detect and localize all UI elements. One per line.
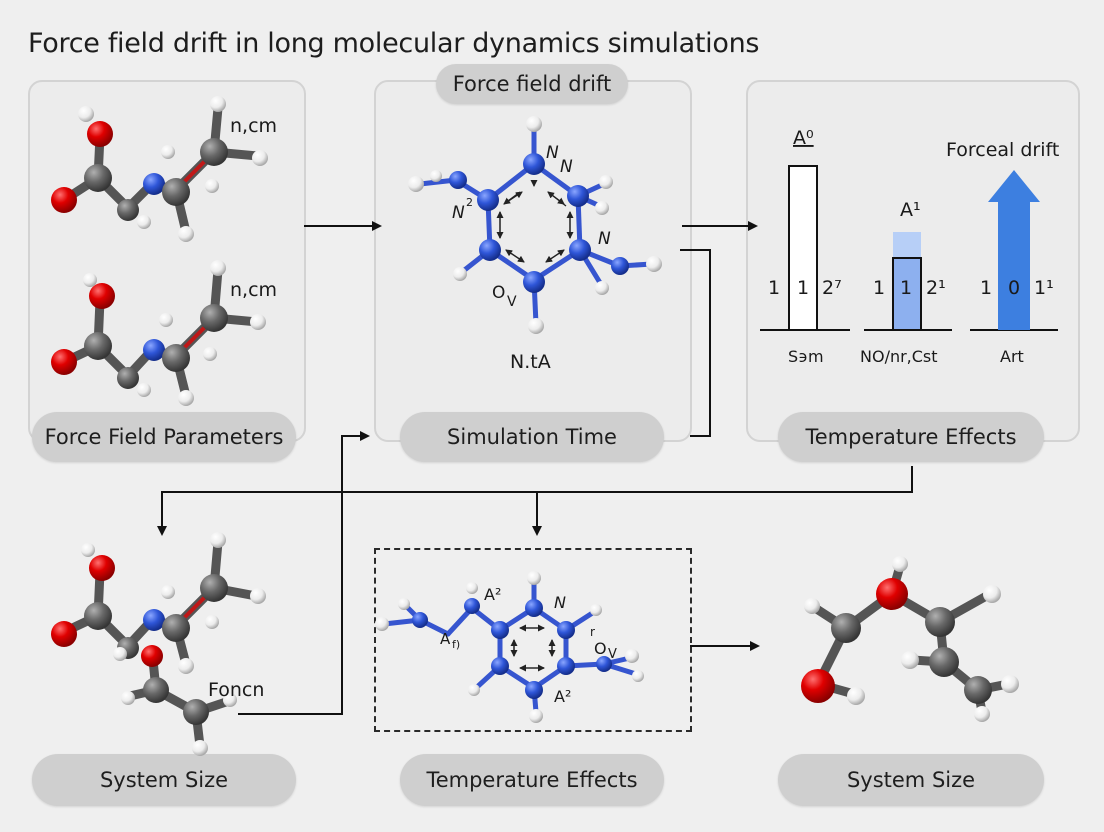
panel-bottom-dashed-box bbox=[374, 548, 692, 732]
bar-num-3a: 1 bbox=[980, 277, 992, 299]
label-temperature-effects-bottom: Temperature Effects bbox=[400, 754, 664, 806]
bar-caption-1: S϶m bbox=[788, 347, 824, 366]
bar-num-3b: 0 bbox=[1008, 277, 1020, 299]
bar-num-1a: 1 bbox=[768, 277, 780, 299]
bar-group-2 bbox=[892, 257, 922, 331]
molecule-top-left-lower bbox=[51, 260, 266, 406]
bar-num-2b: 1 bbox=[900, 277, 912, 299]
ring-caption: N.tA bbox=[510, 351, 551, 373]
header-force-field-drift: Force field drift bbox=[436, 64, 628, 104]
bar-chart: A⁰ A¹ Forceal drift 1 1 2⁷ 1 1 2¹ 1 0 1¹… bbox=[760, 127, 1059, 366]
bar-num-1c: 2⁷ bbox=[822, 277, 842, 299]
bar-group-3-arrow bbox=[988, 170, 1040, 202]
bar-num-2c: 2¹ bbox=[926, 277, 946, 299]
connectors bbox=[157, 221, 913, 715]
label-force-field-parameters: Force Field Parameters bbox=[32, 412, 296, 462]
molecule-ring-top bbox=[408, 116, 662, 334]
ring2-label-ov-sub: V bbox=[608, 647, 617, 662]
ring2-label-r: r bbox=[590, 625, 595, 639]
ring-label-n-top: N bbox=[546, 143, 559, 163]
label-ncm-lower: n,cm bbox=[230, 279, 277, 301]
ring-label-n-left: N bbox=[452, 203, 465, 223]
label-simulation-time: Simulation Time bbox=[400, 412, 664, 462]
molecule-bottom-left bbox=[51, 532, 266, 756]
bar-group-3 bbox=[998, 200, 1030, 330]
bar-top-label-2: A¹ bbox=[900, 199, 921, 221]
page-title: Force field drift in long molecular dyna… bbox=[28, 28, 760, 59]
ring-label-ov: O bbox=[492, 283, 505, 303]
bar-caption-2: NO/nr,Cst bbox=[860, 347, 938, 366]
ring2-label-a2-top: A² bbox=[484, 585, 501, 604]
molecule-top-left-upper bbox=[51, 96, 268, 242]
label-ncm-upper: n,cm bbox=[230, 115, 277, 137]
label-system-size-right: System Size bbox=[778, 754, 1044, 806]
bar-group-1 bbox=[788, 165, 818, 331]
ring2-label-a-left-sub: f) bbox=[452, 638, 460, 651]
bar-caption-3: Art bbox=[1000, 347, 1024, 366]
ring-label-n-top2: N bbox=[560, 157, 573, 177]
ring2-label-a-left: A bbox=[440, 630, 451, 648]
label-system-size-left: System Size bbox=[32, 754, 296, 806]
arrow-system-size-to-sim bbox=[238, 431, 370, 715]
panel-force-field-parameters bbox=[28, 80, 306, 442]
bar-top-label-3: Forceal drift bbox=[946, 139, 1059, 161]
label-foncn: Foncn bbox=[208, 679, 264, 701]
molecule-ring-bottom bbox=[375, 571, 644, 723]
ring-label-n-left-sup: 2 bbox=[466, 196, 473, 209]
ring-label-n-right: N bbox=[598, 229, 611, 249]
ring2-label-a2-bottom: A² bbox=[554, 687, 571, 706]
bar-num-1b: 1 bbox=[797, 277, 809, 299]
ring-label-ov-sub: V bbox=[507, 294, 517, 310]
ring2-label-ov: O bbox=[594, 639, 607, 658]
bar-num-2a: 1 bbox=[873, 277, 885, 299]
connector-sim-bracket bbox=[680, 249, 711, 437]
bar-num-3c: 1¹ bbox=[1034, 277, 1054, 299]
label-temperature-effects-top: Temperature Effects bbox=[778, 412, 1044, 462]
bar-top-label-1: A⁰ bbox=[793, 127, 814, 149]
molecule-bottom-right bbox=[801, 556, 1019, 722]
ring2-label-n: N bbox=[554, 593, 566, 612]
